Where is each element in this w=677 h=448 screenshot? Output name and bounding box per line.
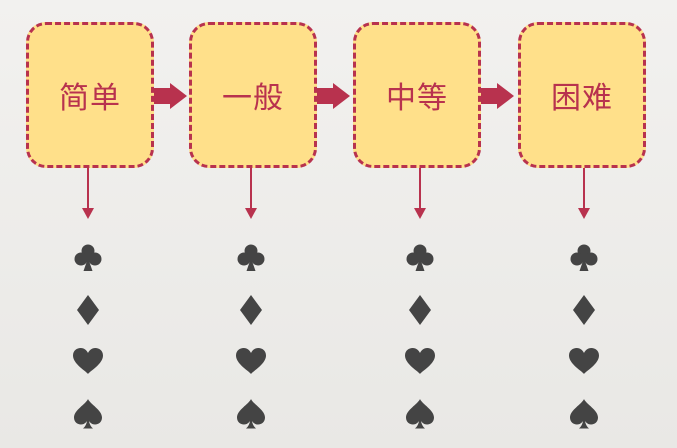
connector-arrow-3 — [481, 83, 514, 109]
diamond-icon — [400, 292, 440, 328]
stage-box-4: 困难 — [518, 22, 646, 168]
club-icon — [564, 240, 604, 276]
down-arrow-2 — [245, 168, 257, 220]
diamond-icon — [231, 292, 271, 328]
spade-icon — [564, 396, 604, 432]
stage-box-2: 一般 — [189, 22, 317, 168]
diamond-icon — [68, 292, 108, 328]
stage-label-4: 困难 — [551, 81, 613, 116]
connector-arrow-1 — [154, 83, 187, 109]
spade-icon — [68, 396, 108, 432]
diamond-icon — [564, 292, 604, 328]
down-arrow-3 — [414, 168, 426, 220]
spade-icon — [231, 396, 271, 432]
down-arrow-4 — [578, 168, 590, 220]
spade-icon — [400, 396, 440, 432]
heart-icon — [564, 343, 604, 379]
heart-icon — [400, 343, 440, 379]
heart-icon — [68, 343, 108, 379]
down-arrow-1 — [82, 168, 94, 220]
stage-box-3: 中等 — [353, 22, 481, 168]
heart-icon — [231, 343, 271, 379]
club-icon — [68, 240, 108, 276]
club-icon — [231, 240, 271, 276]
stage-label-3: 中等 — [386, 81, 448, 116]
stage-label-2: 一般 — [222, 81, 284, 116]
stage-box-1: 简单 — [26, 22, 154, 168]
stage-label-1: 简单 — [59, 81, 121, 116]
connector-arrow-2 — [317, 83, 350, 109]
club-icon — [400, 240, 440, 276]
